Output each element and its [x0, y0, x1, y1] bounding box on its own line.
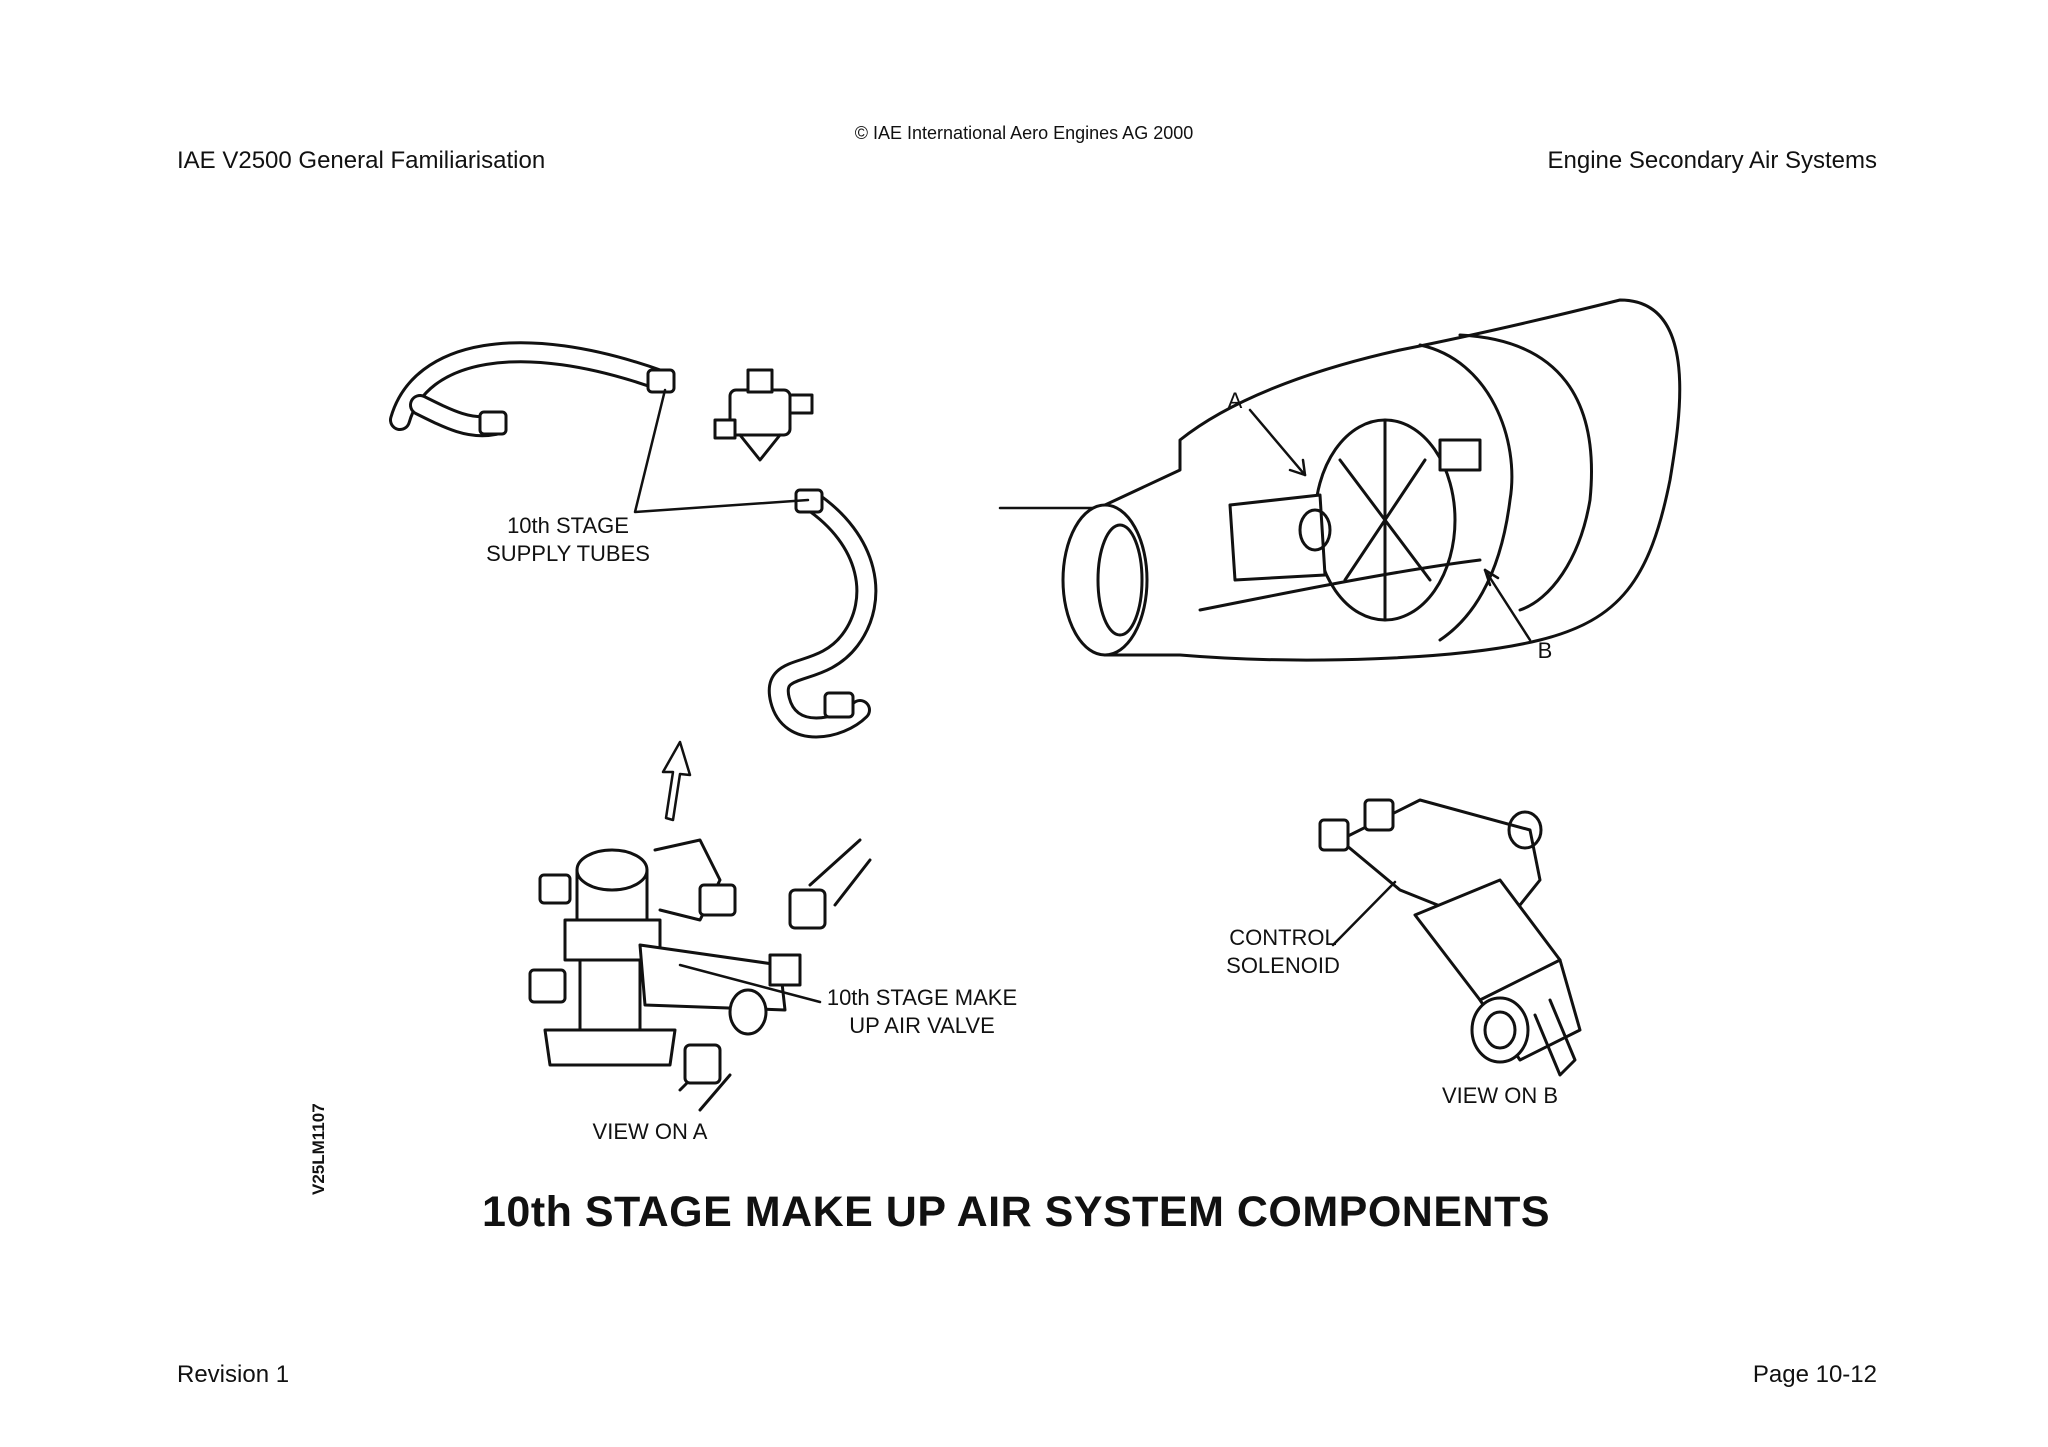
valve-label-line1: 10th STAGE MAKE: [826, 985, 1018, 1010]
copyright-notice: © IAE International Aero Engines AG 2000: [854, 123, 1194, 143]
figure-title: 10th STAGE MAKE UP AIR SYSTEM COMPONENTS: [482, 1188, 1551, 1236]
document-title: IAE V2500 General Familiarisation: [177, 147, 546, 174]
solenoid-label-line1: CONTROL: [1229, 925, 1337, 950]
solenoid-label-line2: SOLENOID: [1226, 953, 1340, 978]
supply-tube-lower-drawing: [767, 488, 878, 739]
valve-label-line2: UP AIR VALVE: [849, 1013, 995, 1038]
make-up-air-valve-label: 10th STAGE MAKE UP AIR VALVE: [812, 984, 1032, 1040]
view-on-a-label: VIEW ON A: [592, 1119, 708, 1144]
small-valve-drawing: [713, 368, 814, 462]
engine-nacelle-drawing: [998, 298, 1682, 662]
supply-tube-upper-drawing: [389, 341, 676, 438]
supply-tubes-label-line1: 10th STAGE: [507, 513, 629, 538]
up-arrow-icon: [661, 740, 692, 822]
supply-tubes-label-line2: SUPPLY TUBES: [486, 541, 650, 566]
supply-tubes-label: 10th STAGE SUPPLY TUBES: [478, 512, 658, 568]
page-number: Page 10-12: [1752, 1361, 1877, 1388]
control-solenoid-label: CONTROL SOLENOID: [1218, 924, 1348, 980]
point-a-label: A: [1227, 388, 1243, 413]
view-on-b-label: VIEW ON B: [1441, 1083, 1559, 1108]
point-b-label: B: [1537, 638, 1553, 663]
control-solenoid-drawing: [1318, 798, 1582, 1077]
make-up-air-valve-drawing: [528, 838, 872, 1112]
figure-code: V25LM1107: [309, 1103, 328, 1195]
revision-label: Revision 1: [177, 1361, 290, 1388]
chapter-title: Engine Secondary Air Systems: [1547, 147, 1878, 174]
